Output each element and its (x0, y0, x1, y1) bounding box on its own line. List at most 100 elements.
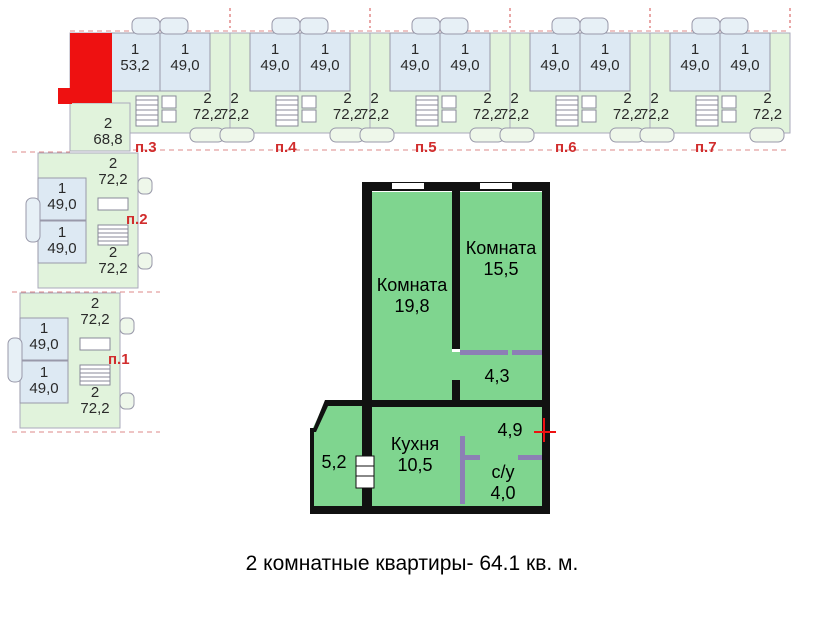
unit-label-rooms: 1 (130, 41, 140, 58)
balcony (159, 17, 189, 35)
unit-label-area: 72,2 (192, 106, 223, 123)
wall-bottom (310, 506, 550, 514)
room-label-hall: 4,3 (452, 366, 542, 387)
room-name: Комната (465, 238, 537, 258)
balcony (719, 17, 749, 35)
balcony (439, 17, 469, 35)
room-large-fill (372, 192, 452, 402)
room-area: 4,9 (497, 420, 523, 440)
balcony (137, 252, 153, 270)
unit-label-rooms: 1 (460, 41, 470, 58)
balcony (359, 127, 395, 143)
unit-label-area: 72,2 (98, 260, 128, 277)
partition (460, 350, 542, 355)
corner-unit-2room (69, 102, 131, 152)
stair (555, 95, 579, 127)
section-label: п.7 (695, 139, 717, 156)
unit-label-rooms: 1 (410, 41, 420, 58)
unit-1room (669, 32, 721, 92)
window (480, 183, 512, 189)
unit-label-area: 72,2 (332, 106, 363, 123)
loggia-wall (312, 400, 365, 432)
elevator (301, 109, 317, 123)
unit-label-area: 49,0 (400, 57, 430, 74)
elevator (441, 109, 457, 123)
elevator (721, 109, 737, 123)
unit-label-area: 49,0 (310, 57, 340, 74)
room-small-fill (460, 192, 542, 352)
partition (460, 436, 465, 504)
balcony (219, 127, 255, 143)
unit-label-area: 72,2 (612, 106, 643, 123)
unit-1room (719, 32, 771, 92)
wall-between-rooms (452, 191, 460, 349)
unit-label-area: 72,2 (98, 171, 128, 188)
room-area: 4,0 (490, 483, 516, 503)
room-area: 15,5 (483, 259, 519, 279)
balcony (25, 197, 41, 243)
unit-label-rooms: 2 (203, 90, 212, 107)
stair (275, 95, 299, 127)
loggia-fill (312, 402, 365, 506)
unit-label-corner-rooms: 2 (103, 115, 113, 132)
elevator (97, 197, 129, 211)
unit-1room (159, 32, 211, 92)
elevator (581, 95, 597, 109)
elevator (161, 95, 177, 109)
building-floor-plan (7, 8, 791, 433)
highlighted-unit (70, 33, 112, 103)
unit-label-area: 49,0 (730, 57, 760, 74)
unit-label-area: 72,2 (472, 106, 503, 123)
unit-label-rooms: 1 (690, 41, 700, 58)
stair (695, 95, 719, 127)
balcony (119, 392, 135, 410)
loggia-wall-left (310, 428, 314, 510)
unit-label-area: 72,2 (80, 311, 110, 328)
unit-label-area: 49,0 (450, 57, 480, 74)
room-label-loggia: 5,2 (312, 452, 356, 473)
room-name: с/у (491, 462, 515, 482)
unit-label-rooms: 2 (90, 384, 100, 401)
unit-1room (19, 360, 69, 404)
balcony (579, 17, 609, 35)
room-area: 19,8 (394, 296, 430, 316)
unit-label-rooms: 1 (57, 224, 67, 241)
room-name: Комната (376, 275, 448, 295)
unit-label-rooms: 1 (270, 41, 280, 58)
unit-label-rooms: 1 (550, 41, 560, 58)
unit-label-area: 49,0 (540, 57, 570, 74)
balcony (299, 17, 329, 35)
unit-label-rooms: 2 (650, 90, 659, 107)
stair (135, 95, 159, 127)
wall-right (542, 182, 550, 512)
stair (79, 364, 111, 386)
unit-label-rooms: 2 (483, 90, 492, 107)
unit-label-rooms: 1 (320, 41, 330, 58)
elevator (581, 109, 597, 123)
apartment-plan (310, 182, 556, 514)
unit-label-rooms: 2 (108, 244, 118, 261)
elevator (721, 95, 737, 109)
unit-1room (37, 220, 87, 264)
stair (415, 95, 439, 127)
